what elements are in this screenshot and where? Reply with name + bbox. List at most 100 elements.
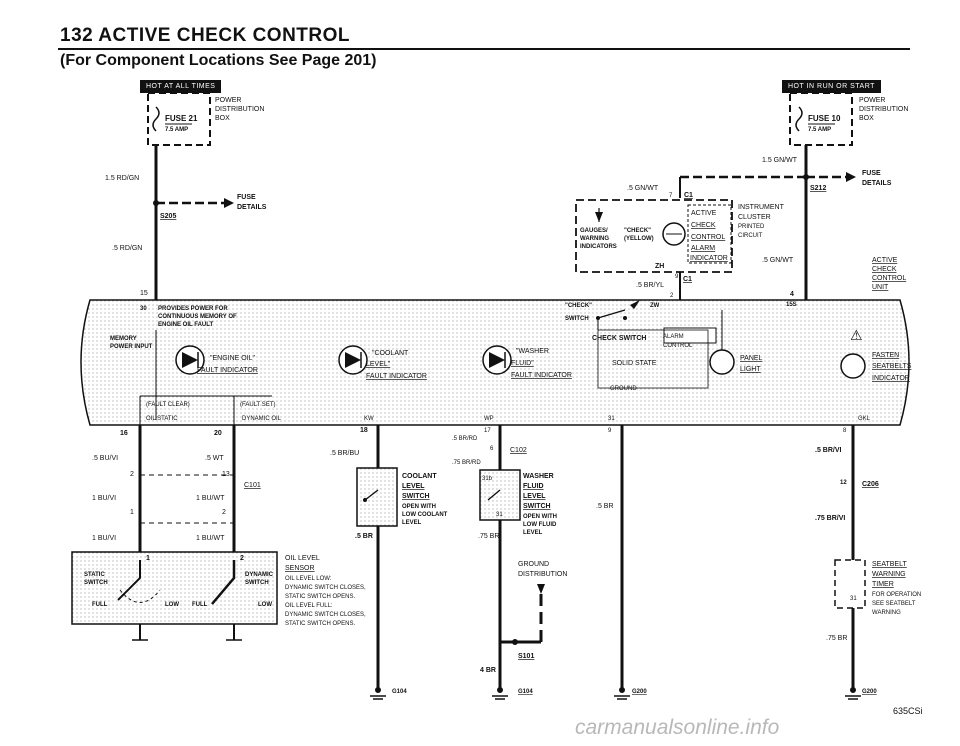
svg-text:CONTROL: CONTROL [872,275,906,282]
fuse21-amp: 7.5 AMP [165,127,188,133]
fasten-seatbelts-indicator: ⚠ FASTEN SEATBELTS INDICATOR [840,327,912,382]
svg-text:MEMORY: MEMORY [110,336,137,342]
svg-text:16: 16 [120,430,128,437]
svg-text:31: 31 [608,416,615,422]
instrument-cluster: .5 GN/WT 7 C1 GAUGES/ WARNING INDICATORS… [575,185,785,300]
svg-text:SWITCH: SWITCH [84,580,108,586]
svg-text:.75 BR: .75 BR [826,635,847,642]
svg-text:LEVEL: LEVEL [523,493,546,500]
splice-s212: S212 [810,185,826,192]
svg-text:FAULT INDICATOR: FAULT INDICATOR [511,372,572,379]
svg-text:OPEN WITH: OPEN WITH [402,504,436,510]
svg-text:LOW: LOW [258,602,272,608]
wire-label-1-5-gn-wt: 1.5 GN/WT [762,157,798,164]
svg-text:SOLID STATE: SOLID STATE [612,360,657,367]
svg-text:ALARM: ALARM [691,245,715,252]
svg-text:FLUID": FLUID" [511,360,534,367]
svg-text:.75 BR/RD: .75 BR/RD [452,460,481,466]
svg-text:C206: C206 [862,481,879,488]
check-switch [596,300,640,330]
fuse-details-right-2: DETAILS [862,180,892,187]
svg-text:DYNAMIC OIL: DYNAMIC OIL [242,416,282,422]
svg-text:"WASHER: "WASHER [516,348,549,355]
svg-text:STATIC SWITCH OPENS.: STATIC SWITCH OPENS. [285,621,355,627]
fuse21-pdb-1: POWER [215,97,241,104]
svg-text:CONTROL: CONTROL [691,234,725,241]
svg-text:COOLANT: COOLANT [402,473,437,480]
svg-text:STATIC: STATIC [84,572,105,578]
svg-text:6: 6 [490,446,494,452]
svg-text:FAULT INDICATOR: FAULT INDICATOR [366,373,427,380]
svg-text:GROUND: GROUND [518,561,549,568]
svg-text:SEATBELTS: SEATBELTS [872,363,912,370]
pin-15: 15 [140,290,148,297]
svg-text:C101: C101 [244,482,261,489]
badge-hot-at-all-times: HOT AT ALL TIMES [140,80,222,93]
svg-text:FULL: FULL [92,602,108,608]
svg-text:FOR OPERATION: FOR OPERATION [872,592,921,598]
fuse21-pdb-3: BOX [215,115,230,122]
svg-text:SWITCH: SWITCH [245,580,269,586]
svg-text:CHECK: CHECK [691,222,716,229]
svg-text:LOW FLUID: LOW FLUID [523,522,557,528]
svg-text:.5 BR/BU: .5 BR/BU [330,450,359,457]
svg-text:GAUGES/: GAUGES/ [580,228,608,234]
seatbelt-icon: ⚠ [850,327,863,343]
svg-text:FASTEN: FASTEN [872,352,899,359]
fuse21-symbol [152,106,160,132]
svg-text:(FAULT SET): (FAULT SET) [240,402,275,408]
svg-text:LOW: LOW [165,602,179,608]
svg-text:SEATBELT: SEATBELT [872,561,907,568]
seatbelt-warning-timer: 31 [834,559,866,609]
svg-text:.5 BU/VI: .5 BU/VI [92,455,118,462]
svg-text:1: 1 [130,509,134,516]
svg-text:SENSOR: SENSOR [285,565,315,572]
svg-text:TIMER: TIMER [872,581,894,588]
svg-text:DYNAMIC SWITCH CLOSES,: DYNAMIC SWITCH CLOSES, [285,585,366,591]
svg-text:1: 1 [146,555,150,562]
svg-text:1 BU/VI: 1 BU/VI [92,495,116,502]
svg-text:.5 BR: .5 BR [355,533,373,540]
svg-text:4 BR: 4 BR [480,667,496,674]
svg-text:.5 BR: .5 BR [596,503,614,510]
svg-text:ZH: ZH [655,263,664,270]
panel-light: PANEL LIGHT [709,310,763,375]
svg-text:OIL LEVEL: OIL LEVEL [285,555,320,562]
svg-text:CIRCUIT: CIRCUIT [738,233,763,239]
svg-text:LIGHT: LIGHT [740,366,761,373]
svg-text:UNIT: UNIT [872,284,889,291]
svg-text:2: 2 [670,293,674,299]
svg-text:7: 7 [669,193,673,199]
coolant-level-indicator: "COOLANT LEVEL" FAULT INDICATOR [338,345,427,380]
svg-text:WARNING: WARNING [580,236,609,242]
washer-fluid-indicator: "WASHER FLUID" FAULT INDICATOR [482,345,572,379]
svg-text:LEVEL: LEVEL [523,530,543,536]
svg-text:WARNING: WARNING [872,571,906,578]
watermark: carmanualsonline.info [575,716,780,739]
svg-text:20: 20 [214,430,222,437]
svg-text:FLUID: FLUID [523,483,544,490]
svg-text:(YELLOW): (YELLOW) [624,236,654,242]
svg-text:INDICATORS: INDICATORS [580,244,617,250]
svg-text:G200: G200 [632,689,647,695]
svg-text:2: 2 [130,471,134,478]
svg-text:INDICATOR: INDICATOR [690,255,728,262]
svg-text:DISTRIBUTION: DISTRIBUTION [518,571,567,578]
coolant-level-switch [356,467,398,527]
svg-text:KW: KW [364,416,374,422]
svg-text:8: 8 [843,428,847,434]
splice-s205: S205 [160,213,176,220]
svg-text:ALARM: ALARM [663,334,684,340]
wire-label-5-br-yl: .5 BR/YL [636,282,664,289]
svg-text:SWITCH: SWITCH [565,316,589,322]
svg-text:OIL STATIC: OIL STATIC [146,416,178,422]
fuse-details-right-1: FUSE [862,170,881,177]
engine-oil-indicator: "ENGINE OIL" FAULT INDICATOR [175,345,258,375]
pin-4: 4 [790,291,794,298]
wire-label-5-gn-wt-right: .5 GN/WT [762,257,794,264]
washer-fluid-switch: 31b 31 [479,469,521,521]
svg-text:STATIC SWITCH OPENS.: STATIC SWITCH OPENS. [285,594,355,600]
svg-text:ACTIVE: ACTIVE [691,210,717,217]
svg-text:13: 13 [222,471,230,478]
oil-level-sensor: 1 2 STATIC SWITCH DYNAMIC SWITCH FULL LO… [71,551,278,625]
